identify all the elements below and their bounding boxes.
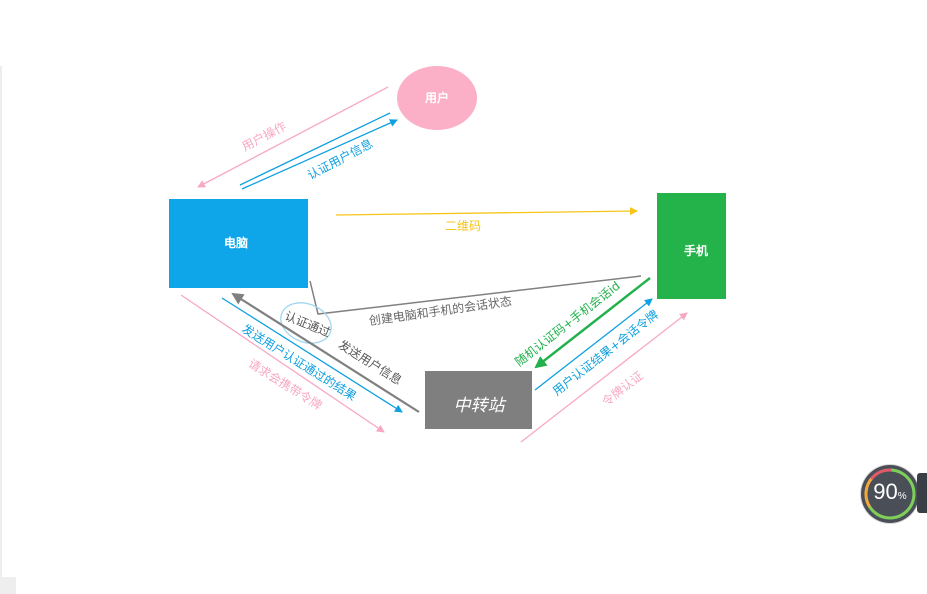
arrow-user-action — [197, 86, 389, 188]
node-relay: 中转站 — [425, 371, 532, 429]
arrow-auth-user-info-line2 — [239, 112, 391, 186]
gauge-value: 90% — [861, 479, 919, 505]
node-phone: 手机 — [657, 193, 726, 299]
arrow-user-auth-result — [534, 298, 653, 391]
auth-passed-circle — [280, 302, 332, 344]
left-edge-strip — [0, 66, 2, 580]
pc-label: 电脑 — [224, 235, 248, 250]
phone-box — [657, 193, 726, 299]
widget-side-tab[interactable] — [917, 473, 927, 513]
relay-label: 中转站 — [454, 396, 508, 416]
arrow-auth-user-info — [241, 119, 398, 190]
arrow-token-auth — [520, 312, 688, 443]
pc-box — [169, 199, 308, 288]
node-pc: 电脑 — [169, 199, 308, 288]
gauge-unit: % — [897, 491, 907, 502]
corner-box — [0, 577, 16, 594]
gauge-ring-icon — [864, 468, 916, 520]
label-auth-user-info: 认证用户信息 — [305, 135, 376, 182]
arrow-send-auth-result — [221, 297, 403, 413]
user-ellipse — [397, 66, 477, 130]
phone-label: 手机 — [684, 243, 708, 258]
label-token-auth: 令牌认证 — [599, 368, 646, 409]
label-qr-code: 二维码 — [445, 219, 481, 233]
arrow-request-token — [180, 294, 385, 433]
arrow-random-code — [534, 277, 651, 369]
line-create-session — [309, 275, 642, 315]
node-user: 用户 — [397, 66, 477, 130]
label-user-action: 用户操作 — [239, 118, 288, 154]
gauge-number: 90 — [873, 479, 898, 504]
label-create-session: 创建电脑和手机的会话状态 — [368, 293, 513, 328]
user-label: 用户 — [424, 90, 449, 105]
relay-box — [425, 371, 532, 429]
performance-widget[interactable]: 90% — [861, 465, 927, 525]
arrow-qr-code — [335, 207, 638, 216]
gauge-circle[interactable]: 90% — [861, 465, 919, 523]
arrow-send-user-info — [231, 292, 420, 413]
